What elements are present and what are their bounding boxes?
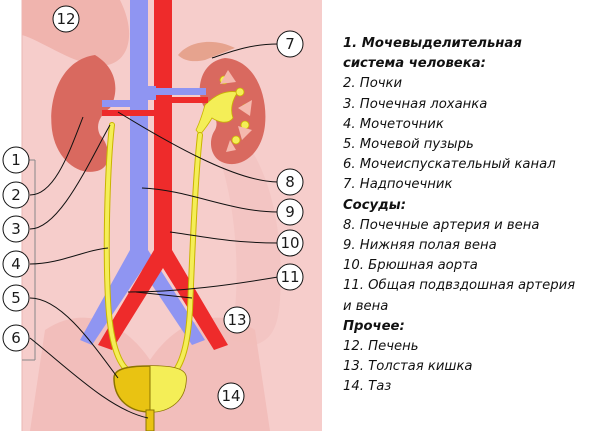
legend-item: 9. Нижняя полая вена	[343, 238, 497, 254]
svg-text:7: 7	[285, 35, 295, 53]
svg-text:11: 11	[280, 268, 299, 286]
colon-shape	[220, 120, 281, 345]
marker-5: 5	[2, 284, 30, 312]
urinary-system-diagram: 1 2 3 4 5 6 7 8	[2, 0, 322, 431]
svg-text:6: 6	[11, 329, 21, 347]
marker-13: 13	[223, 306, 251, 334]
svg-text:8: 8	[285, 173, 295, 191]
legend-item: 7. Надпочечник	[343, 177, 453, 193]
marker-4: 4	[2, 250, 30, 278]
marker-9: 9	[276, 198, 304, 226]
legend-system-title: 1. Мочевыделительная система человека:	[343, 36, 522, 72]
inferior-vena-cava	[80, 0, 205, 345]
renal-vessels	[102, 86, 208, 116]
legend: 1. Мочевыделительная система человека: 2…	[343, 34, 587, 398]
kidney-right-shape	[199, 58, 266, 165]
renal-pelvis-right	[195, 75, 251, 145]
svg-text:12: 12	[56, 10, 75, 28]
svg-text:14: 14	[221, 387, 240, 405]
legend-item: 8. Почечные артерия и вена	[343, 217, 540, 233]
marker-7: 7	[276, 30, 304, 58]
svg-text:9: 9	[285, 203, 295, 221]
legend-item: 2. Почки	[343, 76, 403, 92]
legend-item: 10. Брюшная аорта	[343, 258, 478, 274]
marker-6: 6	[2, 324, 30, 352]
kidney-left-shape	[51, 55, 116, 172]
svg-text:10: 10	[280, 234, 299, 252]
abdominal-aorta	[98, 0, 228, 350]
renal-pyramids	[220, 70, 252, 152]
legend-item: 6. Мочеиспускательный канал	[343, 157, 556, 173]
legend-vessels-title: Сосуды:	[343, 197, 407, 213]
number-markers: 1 2 3 4 5 6 7 8	[2, 5, 304, 410]
adrenal-gland-shape	[178, 41, 235, 62]
svg-text:1: 1	[11, 151, 21, 169]
leader-lines	[29, 43, 279, 419]
svg-text:2: 2	[11, 186, 21, 204]
legend-item: 13. Толстая кишка	[343, 359, 473, 375]
ureters	[103, 122, 203, 378]
marker-10: 10	[276, 229, 304, 257]
legend-item: 4. Мочеточник	[343, 116, 444, 132]
liver-shape	[22, 0, 130, 66]
legend-item: 11. Общая подвздошная артерия и вена	[343, 278, 576, 314]
marker-12: 12	[52, 5, 80, 33]
marker-14: 14	[217, 382, 245, 410]
svg-text:3: 3	[11, 220, 21, 238]
marker-11: 11	[276, 263, 304, 291]
svg-text:13: 13	[227, 311, 246, 329]
svg-text:4: 4	[11, 255, 21, 273]
bladder	[113, 365, 187, 431]
marker-2: 2	[2, 181, 30, 209]
svg-text:5: 5	[11, 289, 21, 307]
marker-8: 8	[276, 168, 304, 196]
marker-1: 1	[2, 146, 30, 174]
legend-item: 12. Печень	[343, 339, 419, 355]
legend-item: 5. Мочевой пузырь	[343, 137, 474, 153]
marker-3: 3	[2, 215, 30, 243]
legend-other-title: Прочее:	[343, 318, 405, 334]
legend-item: 3. Почечная лоханка	[343, 96, 488, 112]
legend-item: 14. Таз	[343, 379, 392, 395]
